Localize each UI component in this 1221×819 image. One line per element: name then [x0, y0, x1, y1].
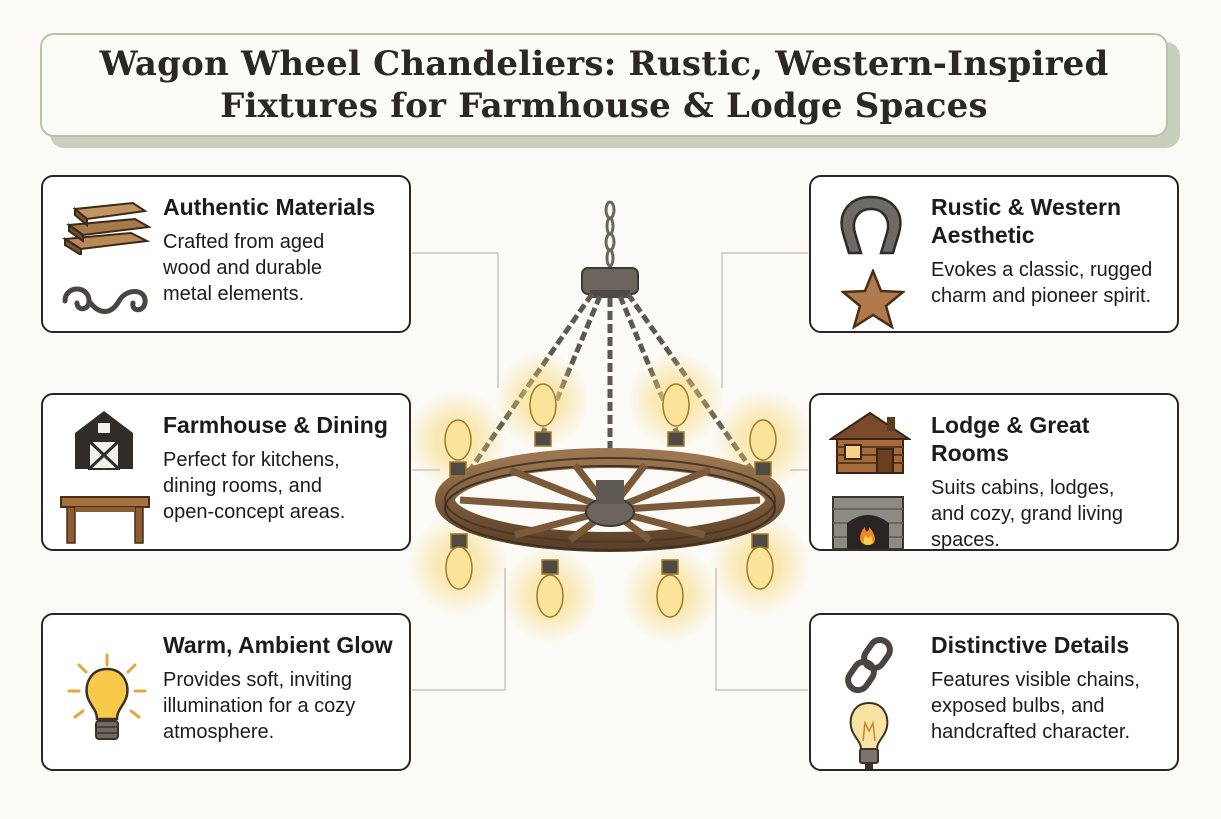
wagon-wheel [435, 448, 785, 552]
bulb-6 [536, 559, 564, 618]
edison-bulb-icon [849, 701, 889, 769]
bulb-5 [445, 533, 473, 590]
card-heading: Warm, Ambient Glow [163, 632, 393, 658]
bulb-1 [444, 419, 472, 477]
bulb-7 [656, 559, 684, 618]
connector-lines [412, 252, 808, 691]
card-heading: Authentic Materials [163, 194, 376, 220]
card-heading: Farmhouse & Dining [163, 412, 388, 438]
star-icon [841, 269, 905, 329]
page-title: Wagon Wheel Chandeliers: Rustic, Western… [100, 43, 1109, 127]
horseshoe-icon [840, 195, 902, 255]
title-banner: Wagon Wheel Chandeliers: Rustic, Western… [40, 33, 1168, 137]
fireplace-icon [832, 496, 904, 550]
card-warm-ambient-glow: Warm, Ambient Glow Provides soft, inviti… [41, 613, 411, 771]
suspension-chains [467, 292, 755, 472]
table-icon [60, 496, 150, 544]
hanging-chain [604, 200, 616, 268]
bulb-4 [749, 419, 777, 477]
bulb-8 [746, 533, 774, 590]
chain-link-icon [845, 636, 893, 694]
iron-scroll-icon [62, 286, 148, 314]
card-distinctive-details: Distinctive Details Features visible cha… [809, 613, 1179, 771]
log-cabin-icon [829, 411, 911, 474]
barn-icon [75, 411, 133, 471]
card-farmhouse-dining: Farmhouse & Dining Perfect for kitchens,… [41, 393, 411, 551]
bulb-glows [407, 352, 813, 643]
title-line-2: Fixtures for Farmhouse & Lodge Spaces [220, 86, 988, 126]
bulb-2 [529, 383, 557, 447]
glowing-bulb-icon [67, 653, 147, 740]
card-description: Suits cabins, lodges,and cozy, grand liv… [931, 477, 1123, 551]
card-description: Features visible chains,exposed bulbs, a… [931, 669, 1140, 743]
card-heading: Lodge & Great Rooms [931, 412, 1090, 466]
card-lodge-great-rooms: Lodge & Great Rooms Suits cabins, lodges… [809, 393, 1179, 551]
title-line-1: Wagon Wheel Chandeliers: Rustic, Western… [99, 44, 1109, 84]
bulb-3 [662, 383, 690, 447]
edison-bulbs [444, 383, 777, 618]
wood-planks-icon [61, 201, 151, 255]
card-heading: Distinctive Details [931, 632, 1130, 658]
